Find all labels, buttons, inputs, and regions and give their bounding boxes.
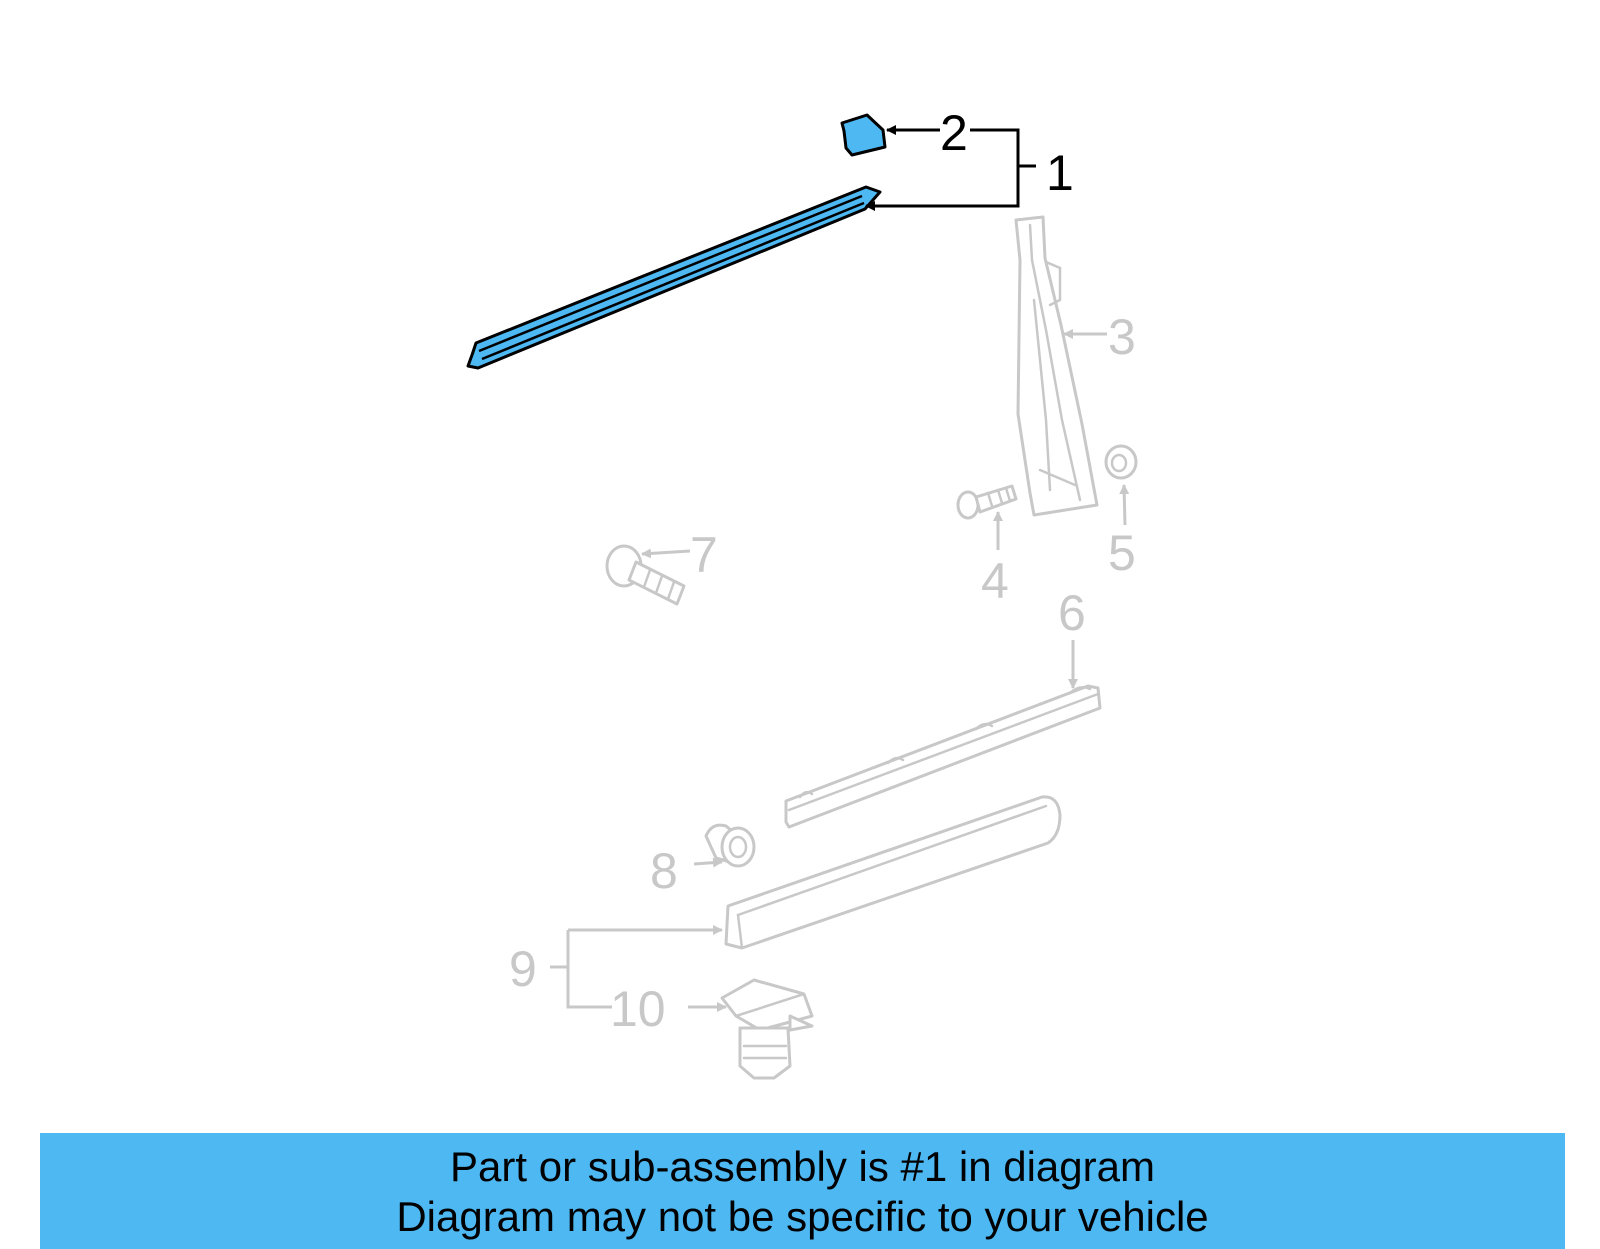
callout-10-label: 10: [610, 981, 666, 1037]
callout-7-label: 7: [690, 527, 718, 583]
callout-1-2-leaders: [865, 125, 1036, 211]
part-2-clip[interactable]: [840, 113, 887, 157]
part-10-bracket-clip: [720, 978, 814, 1080]
part-1-molding-strip[interactable]: [466, 185, 882, 370]
part-8-clip: [704, 823, 756, 868]
callout-9-10-leaders: [550, 925, 727, 1012]
banner-line-1: Part or sub-assembly is #1 in diagram: [450, 1143, 1155, 1190]
callout-1-label: 1: [1046, 145, 1074, 201]
part-5-nut: [1104, 444, 1138, 480]
callout-4-label: 4: [981, 553, 1009, 609]
callout-6-label: 6: [1058, 585, 1086, 641]
banner-line-2: Diagram may not be specific to your vehi…: [396, 1193, 1209, 1240]
part-6-scuff-plate: [784, 684, 1102, 829]
part-7-bolt: [605, 544, 686, 606]
callout-3-label: 3: [1108, 309, 1136, 365]
callout-2-label: 2: [940, 105, 968, 161]
callout-9-label: 9: [509, 941, 537, 997]
callout-8-label: 8: [650, 843, 678, 899]
part-4-screw: [956, 484, 1018, 520]
part-9-rocker-molding: [724, 795, 1062, 950]
part-3-pillar-garnish: [1014, 215, 1099, 517]
info-banner: Part or sub-assembly is #1 in diagram Di…: [40, 1133, 1565, 1249]
callout-5-label: 5: [1108, 525, 1136, 581]
